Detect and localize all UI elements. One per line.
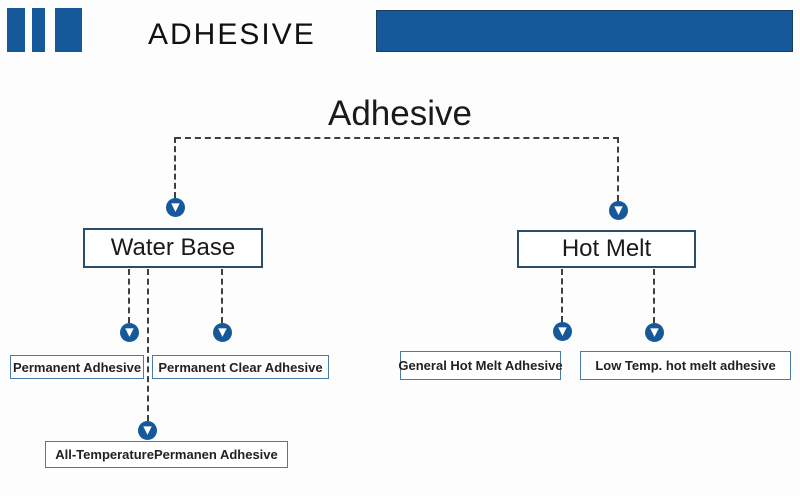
node-general-hot-melt-adhesive: General Hot Melt Adhesive xyxy=(398,351,563,380)
down-arrow-icon: ▼ xyxy=(120,323,139,342)
header-rule-bar xyxy=(376,10,793,52)
down-arrow-glyph: ▼ xyxy=(143,423,152,437)
down-arrow-glyph: ▼ xyxy=(558,324,567,338)
connector-root-to-hot-melt xyxy=(617,137,619,201)
down-arrow-icon: ▼ xyxy=(213,323,232,342)
connector-water-base-to-permanent xyxy=(128,269,130,323)
connector-hot-melt-to-low-temp xyxy=(653,269,655,323)
down-arrow-glyph: ▼ xyxy=(614,203,623,217)
node-all-temperature-permanent-adhesive: All-TemperaturePermanen Adhesive xyxy=(45,441,288,468)
connector-water-base-to-all-temperature xyxy=(147,269,149,421)
node-hot-melt: Hot Melt xyxy=(517,230,696,268)
down-arrow-glyph: ▼ xyxy=(650,325,659,339)
logo-bar-1 xyxy=(7,8,25,52)
node-permanent-adhesive: Permanent Adhesive xyxy=(10,355,144,379)
connector-root-to-water-base xyxy=(174,137,176,198)
connector-root-horizontal xyxy=(175,137,619,139)
down-arrow-icon: ▼ xyxy=(166,198,185,217)
down-arrow-icon: ▼ xyxy=(138,421,157,440)
node-water-base: Water Base xyxy=(83,228,263,268)
connector-hot-melt-to-general xyxy=(561,269,563,322)
down-arrow-icon: ▼ xyxy=(645,323,664,342)
connector-water-base-to-permanent-clear xyxy=(221,269,223,323)
down-arrow-glyph: ▼ xyxy=(171,200,180,214)
logo-bar-3 xyxy=(55,8,82,52)
down-arrow-icon: ▼ xyxy=(609,201,628,220)
down-arrow-glyph: ▼ xyxy=(218,325,227,339)
diagram-root-label: Adhesive xyxy=(328,94,472,133)
node-low-temp-hot-melt-adhesive: Low Temp. hot melt adhesive xyxy=(580,351,791,380)
node-permanent-clear-adhesive: Permanent Clear Adhesive xyxy=(152,355,329,379)
down-arrow-icon: ▼ xyxy=(553,322,572,341)
header-title: ADHESIVE xyxy=(148,18,316,51)
logo-bar-2 xyxy=(32,8,45,52)
down-arrow-glyph: ▼ xyxy=(125,325,134,339)
